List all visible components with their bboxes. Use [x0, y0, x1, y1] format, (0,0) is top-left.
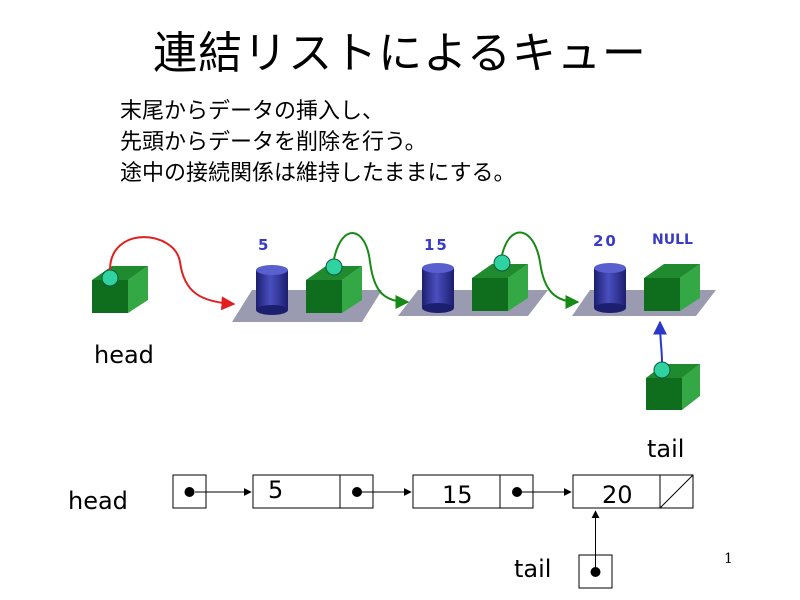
list-node-1-value: 5: [268, 476, 284, 504]
list-node-1-dot: [352, 487, 362, 497]
slide-title: 連結リストによるキュー: [153, 28, 647, 79]
tail-pointer-ball: [653, 361, 671, 379]
node-2-pointer-ball: [493, 254, 511, 272]
illustration-tail-label: tail: [647, 435, 685, 463]
head-pointer-ball: [101, 269, 119, 287]
illustration-head-label: head: [94, 341, 154, 369]
node-1-next-box: [306, 266, 362, 313]
head-to-node-1-arrow: [109, 236, 236, 311]
node-2-to-node-3-arrow: [501, 231, 580, 309]
list-head-label: head: [68, 487, 128, 515]
node-3-next-box: [644, 264, 700, 311]
node-1-value-cylinder: [256, 265, 288, 315]
node-2-value-label: 15: [424, 236, 449, 254]
node-1-value-label: 5: [258, 236, 271, 254]
list-node-2-dot: [512, 487, 522, 497]
node-1-to-node-2-arrow: [333, 232, 410, 309]
description-line-2: 先頭からデータを削除を行う。: [120, 130, 427, 155]
node-3-value-cylinder: [594, 263, 626, 313]
tail-to-node-3-arrow: [653, 320, 668, 363]
head-pointer-box: [92, 266, 148, 313]
description: 末尾からデータの挿入し、 先頭からデータを削除を行う。 途中の接続関係は維持した…: [120, 96, 516, 189]
head-cell-dot: [184, 487, 195, 497]
list-tail-label: tail: [514, 555, 552, 583]
list-node-3-value: 20: [602, 481, 633, 509]
description-line-3: 途中の接続関係は維持したままにする。: [120, 161, 516, 186]
page-number: 1: [724, 551, 733, 567]
node-2-value-cylinder: [422, 263, 454, 313]
description-line-1: 末尾からデータの挿入し、: [120, 99, 385, 124]
list-node-3: [572, 474, 694, 509]
node-1-pointer-ball: [325, 258, 343, 276]
list-node-2-value: 15: [442, 481, 473, 509]
null-label: NULL: [652, 232, 693, 248]
node-3-value-label: 20: [593, 232, 618, 250]
null-slash: [659, 474, 694, 509]
tail-cell-dot: [590, 567, 601, 577]
